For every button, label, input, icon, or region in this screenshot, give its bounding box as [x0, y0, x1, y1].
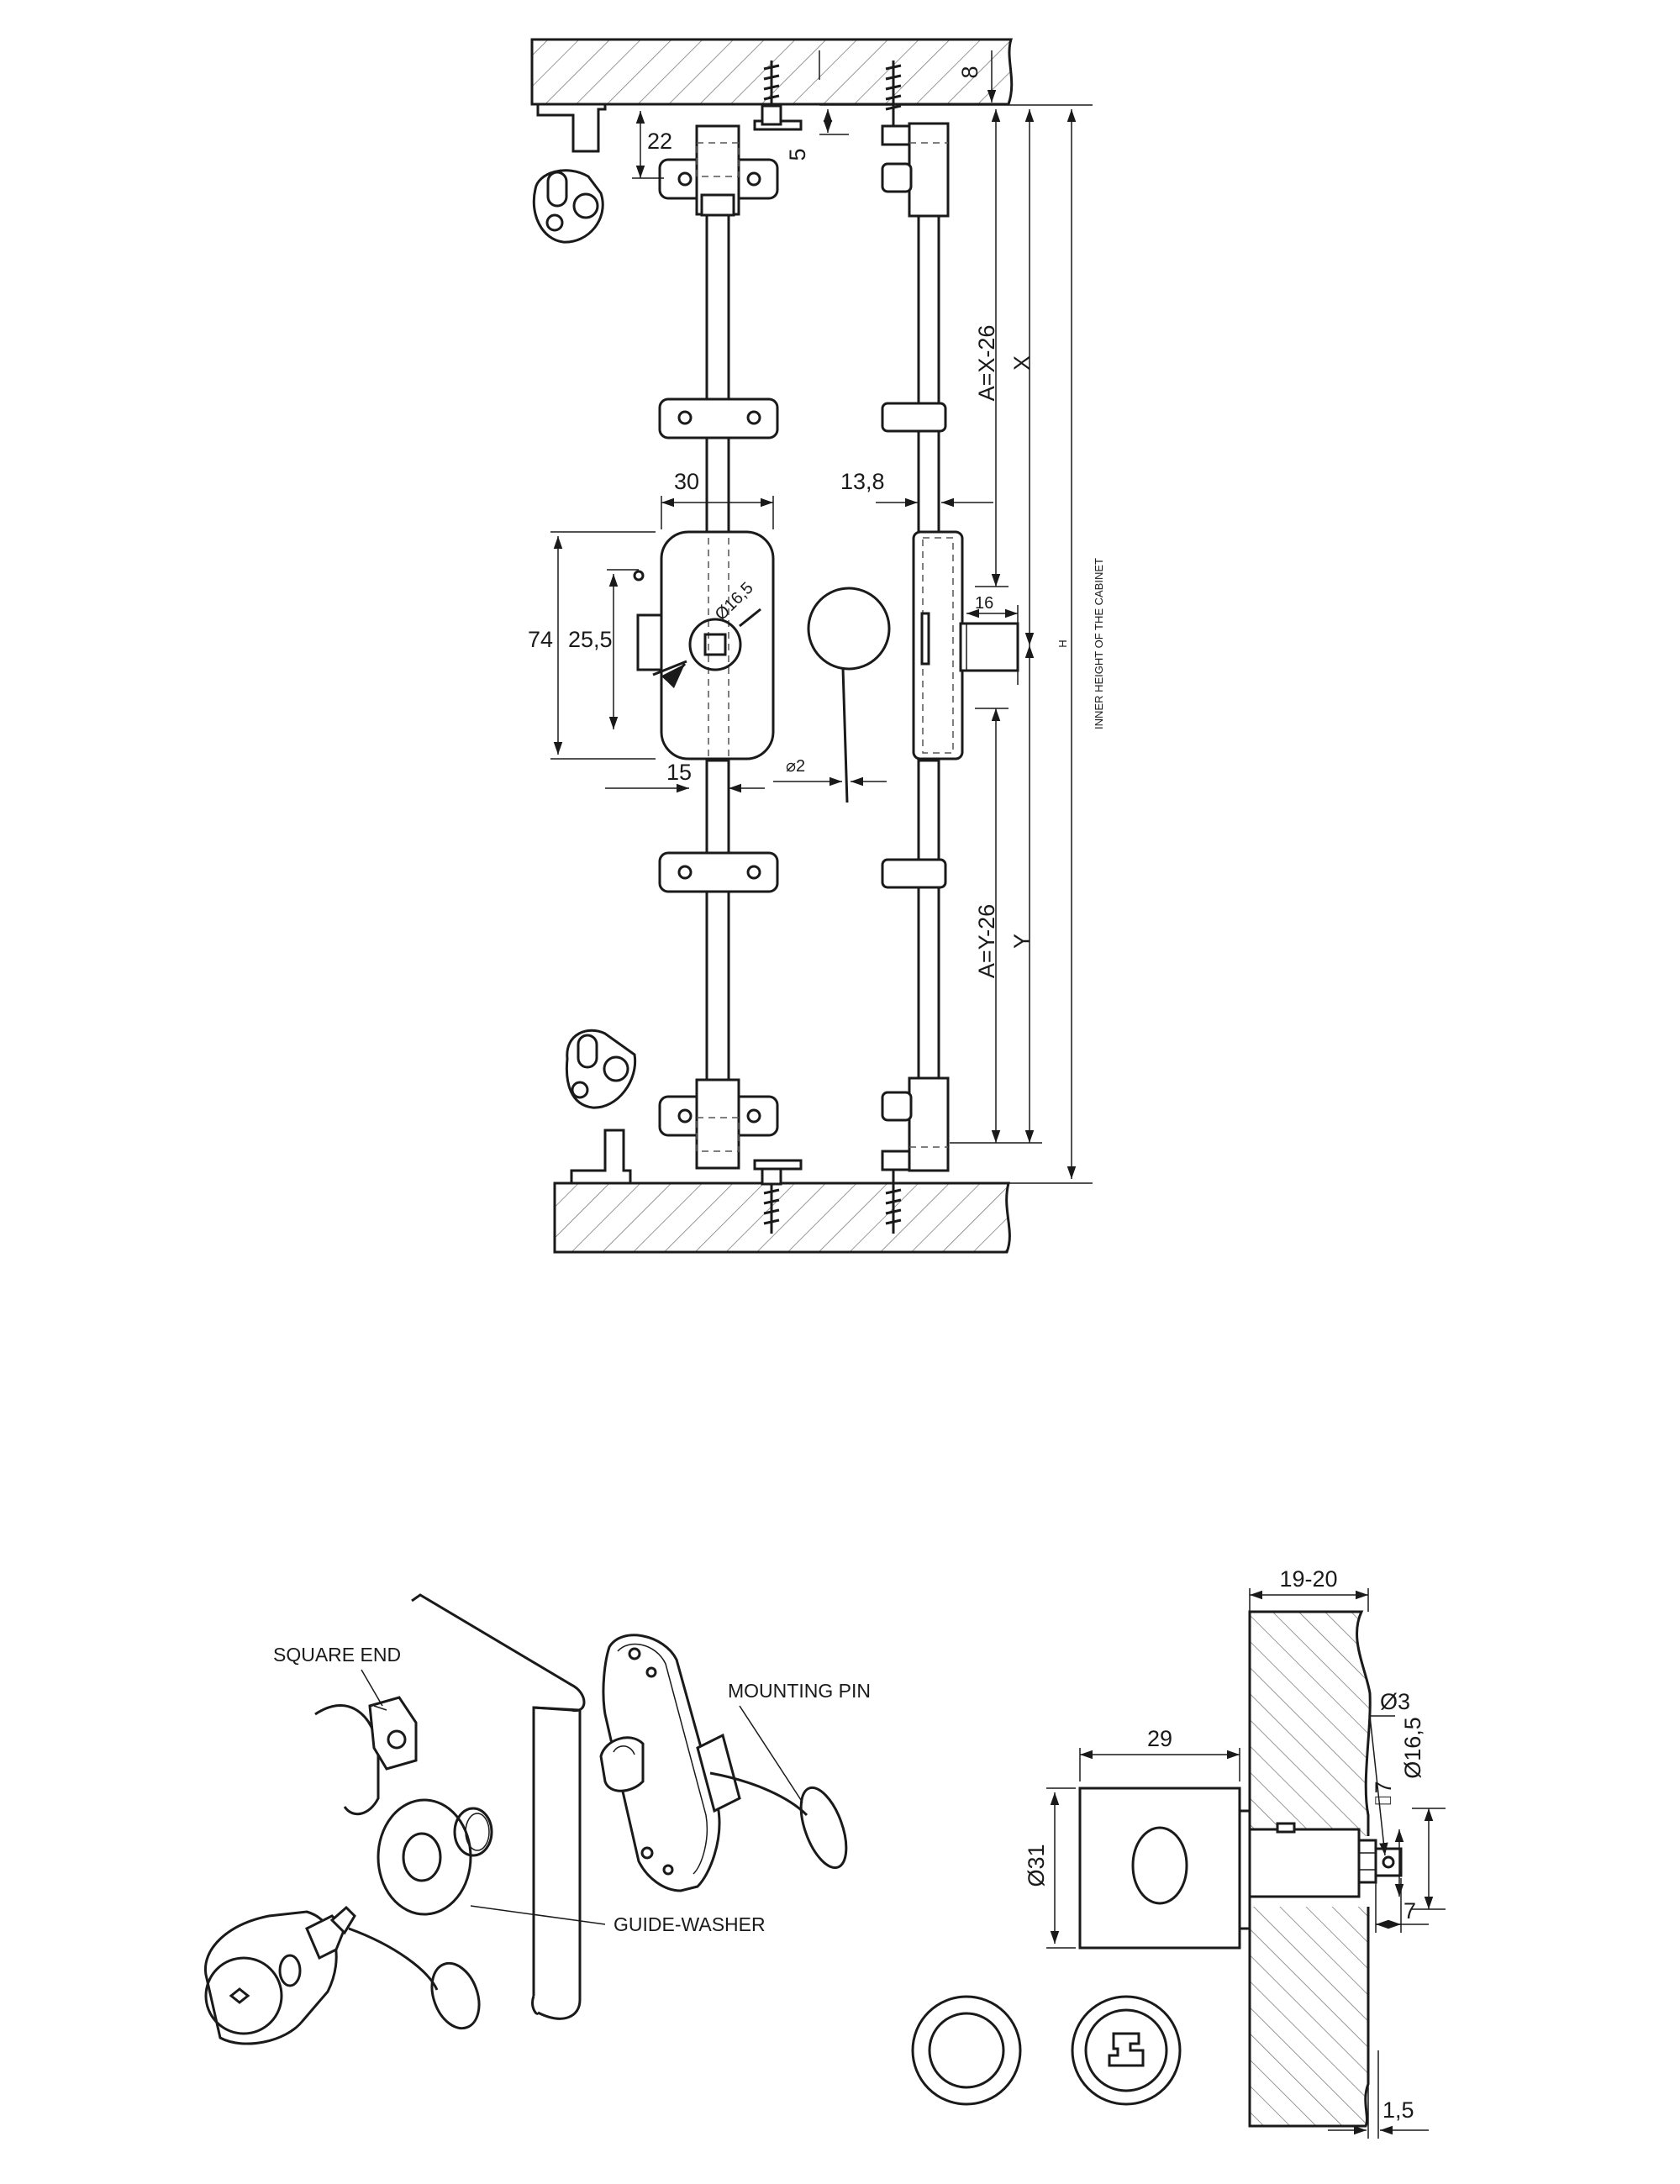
right-rod: [917, 213, 940, 1081]
dim-square-size: ⌷7: [1371, 1781, 1396, 1807]
assembly-view: SQUARE END MOUNTING PIN GUIDE-WASHER: [203, 1593, 871, 2045]
top-guide-bracket: [658, 124, 779, 217]
upper-mid-guide: [658, 397, 779, 439]
right-bottom-guide: [881, 1076, 950, 1172]
top-keeper-pin: [536, 103, 607, 153]
leader-guide-washer: [470, 1905, 606, 1925]
dim-latch-depth: 16: [975, 594, 993, 613]
dim-shaft-dia: Ø16,5: [1400, 1717, 1425, 1779]
label-mounting-pin: MOUNTING PIN: [728, 1680, 871, 1702]
lock-body-side: [912, 530, 1019, 760]
front-view: 8 22 5 30 13,8 74 25,5 Ø16,5 15 ⌀2 16 A=…: [528, 38, 1105, 1254]
dim-y-label: Y: [1009, 934, 1035, 949]
dim-pin-dia: Ø3: [1380, 1689, 1410, 1714]
dim-x-label: X: [1009, 355, 1035, 371]
dim-washer-thickness: 1,5: [1382, 2097, 1414, 2123]
lock-body-perspective: [599, 1634, 741, 1892]
dim-formula-top: A=X-26: [974, 325, 999, 402]
right-lower-guide: [881, 858, 947, 889]
lock-body: [633, 530, 775, 760]
bottom-keeper-plate: [565, 1029, 637, 1109]
dim-bottom-width: 15: [666, 760, 692, 785]
dim-body-width: 30: [674, 469, 699, 494]
dim-door-thickness: 19-20: [1279, 1566, 1337, 1592]
leader-square-end: [361, 1669, 383, 1707]
right-top-guide: [881, 122, 950, 218]
dim-formula-bottom: A=Y-26: [974, 904, 999, 978]
square-end-shaft: [314, 1696, 418, 1816]
top-keeper-plate: [532, 169, 604, 244]
bottom-guide-bracket: [658, 1078, 779, 1170]
washer-front: [911, 1995, 1022, 2106]
dim-pin-diameter: ⌀2: [786, 757, 805, 776]
mounting-pin-loop: [709, 1771, 848, 1870]
dim-cylinder-length: 29: [1147, 1726, 1172, 1751]
guide-washer: [377, 1798, 493, 1916]
leader-mounting-pin: [739, 1705, 803, 1803]
dim-screw-gap: 5: [785, 148, 810, 161]
dimension-lines: [550, 50, 1093, 1184]
dim-h-label: H: [1056, 639, 1069, 647]
cylinder-pin: [348, 1927, 481, 2030]
section-washer: [1238, 1809, 1251, 1930]
section-dimension-lines: [1046, 1588, 1446, 2139]
door-panel: [411, 1593, 586, 2020]
key-cylinder: [203, 1905, 356, 2045]
cylinder-front: [1071, 1995, 1182, 2106]
bottom-keeper-pin: [570, 1129, 632, 1185]
mounting-pin: [807, 587, 891, 803]
section-view: 19-20 29 Ø31 Ø3 ⌷7 Ø16,5 7 1,5: [911, 1566, 1446, 2139]
dim-bracket-offset: 22: [647, 129, 672, 154]
dim-cylinder-diameter: Ø31: [1024, 1844, 1049, 1887]
right-upper-guide: [881, 402, 947, 433]
dim-top-gap: 8: [957, 66, 982, 78]
cabinet-bottom-panel: [553, 1181, 1011, 1254]
dim-tip-length: 7: [1404, 1898, 1416, 1923]
section-cylinder: [1078, 1787, 1241, 1950]
dim-inner-height: INNER HEIGHT OF THE CABINET: [1093, 558, 1105, 729]
top-screw-left: [753, 61, 803, 131]
dim-rod-offset: 13,8: [840, 469, 885, 494]
dim-body-height: 74: [528, 627, 553, 652]
dim-key-offset: 25,5: [568, 627, 613, 652]
label-guide-washer: GUIDE-WASHER: [614, 1913, 766, 1935]
label-square-end: SQUARE END: [273, 1644, 401, 1666]
bottom-screw-left: [753, 1159, 803, 1234]
lower-mid-guide: [658, 851, 779, 893]
section-shaft: [1248, 1822, 1403, 1898]
